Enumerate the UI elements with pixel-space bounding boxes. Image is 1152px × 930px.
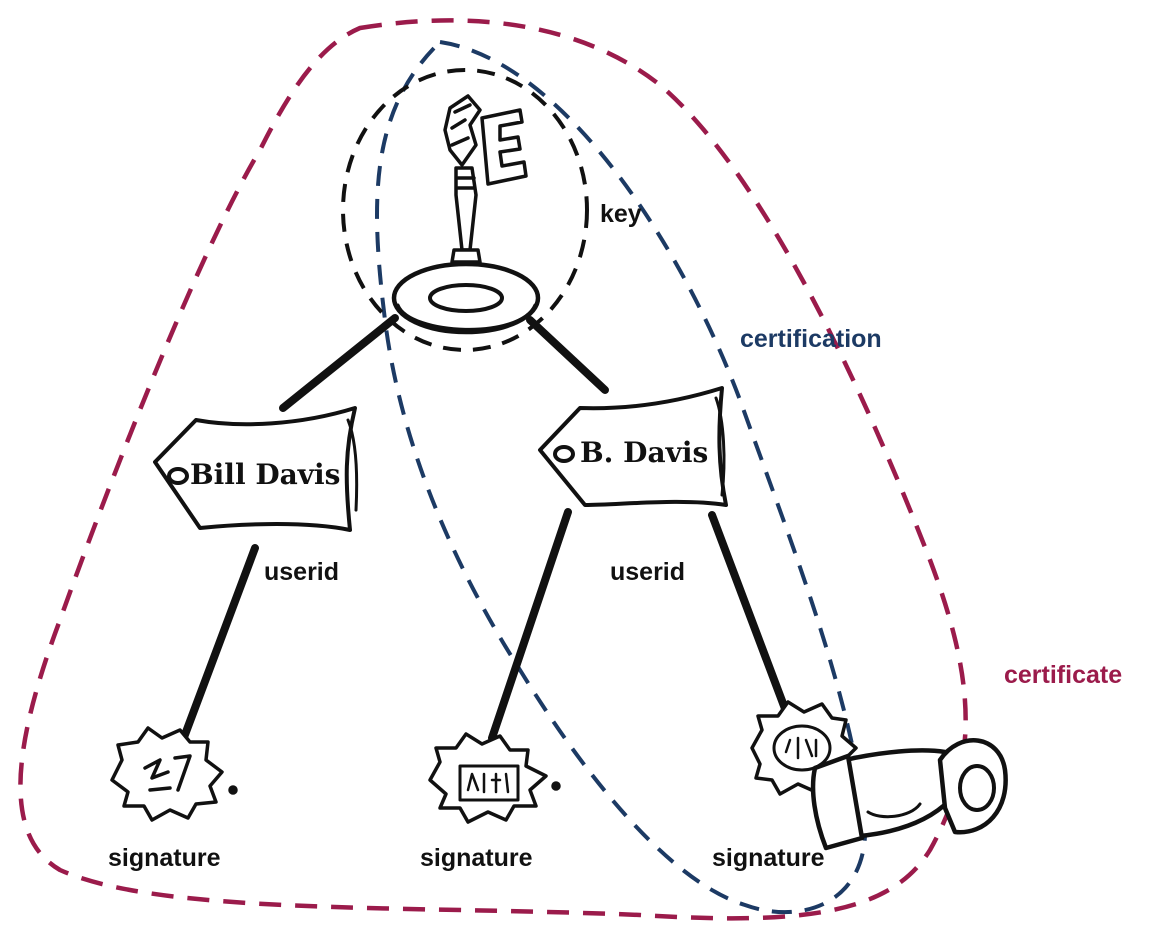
- signature-label-right: signature: [712, 844, 825, 872]
- connector-b-davis-to-signature-middle: [492, 512, 568, 738]
- signature-seal-middle: [430, 734, 559, 822]
- key-label: key: [600, 200, 642, 228]
- signature-label-left: signature: [108, 844, 221, 872]
- userid-tag-b-davis: B. Davis: [540, 388, 726, 505]
- key-icon: [394, 96, 538, 332]
- certification-label: certification: [740, 325, 882, 353]
- userid-label-right: userid: [610, 558, 685, 586]
- connector-key-to-bill-davis: [283, 318, 395, 408]
- bill-davis-tag-text: Bill Davis: [190, 458, 340, 491]
- connector-b-davis-to-signature-right: [712, 515, 790, 722]
- certificate-label: certificate: [1004, 661, 1122, 689]
- connector-key-to-b-davis: [530, 320, 605, 390]
- connector-bill-davis-to-signature: [183, 548, 255, 740]
- userid-tag-bill-davis: Bill Davis: [155, 408, 357, 530]
- b-davis-tag-text: B. Davis: [580, 436, 708, 469]
- userid-label-left: userid: [264, 558, 339, 586]
- signature-label-middle: signature: [420, 844, 533, 872]
- connector-lines: [183, 318, 790, 740]
- seal-stamper-icon: [813, 740, 1006, 848]
- signature-seal-left: [112, 728, 236, 820]
